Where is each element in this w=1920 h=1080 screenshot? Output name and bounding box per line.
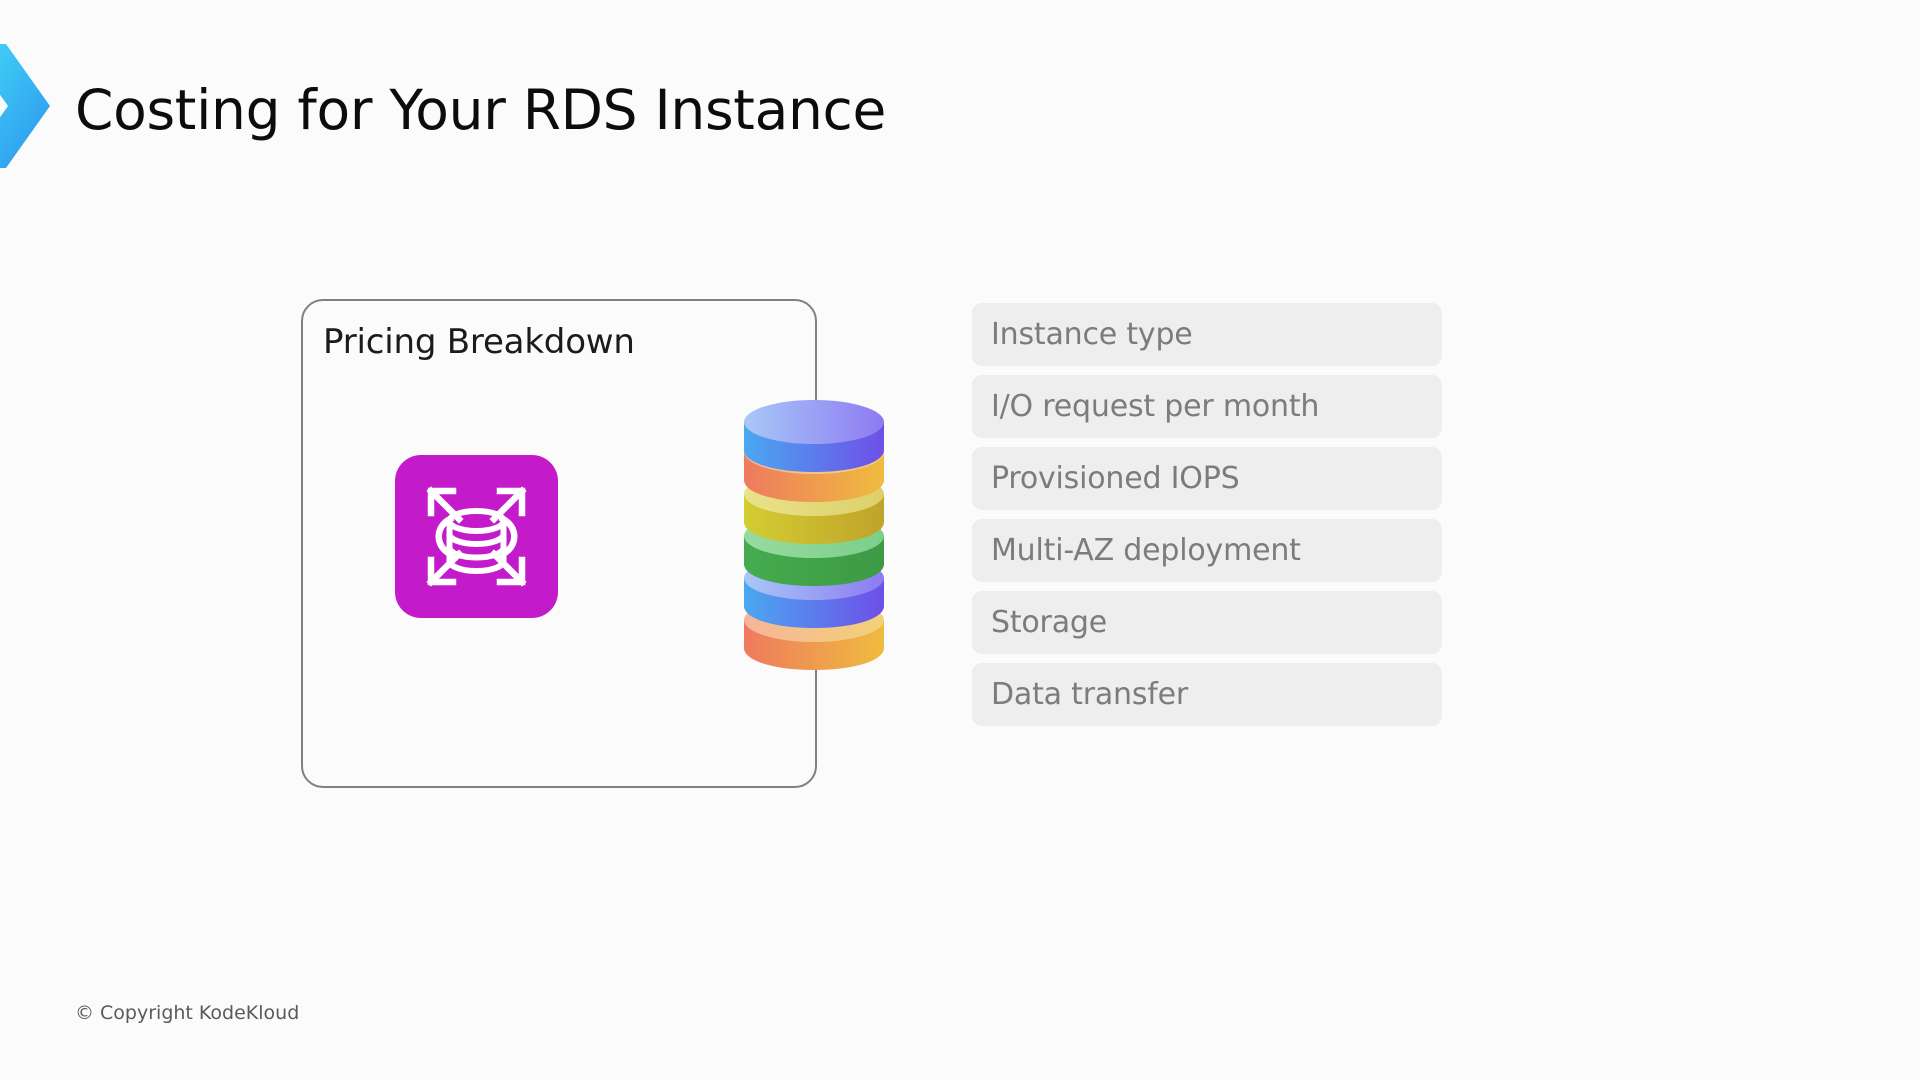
title-bar: Costing for Your RDS Instance <box>0 36 1920 168</box>
cost-factor-list: Instance type I/O request per month Prov… <box>972 303 1442 726</box>
cost-factor-item-provisioned-iops[interactable]: Provisioned IOPS <box>972 447 1442 510</box>
cost-factor-item-io-request[interactable]: I/O request per month <box>972 375 1442 438</box>
cost-factor-item-storage[interactable]: Storage <box>972 591 1442 654</box>
copyright-notice: © Copyright KodeKloud <box>75 1002 300 1024</box>
cost-factor-label: Multi-AZ deployment <box>991 533 1301 568</box>
cost-factor-item-data-transfer[interactable]: Data transfer <box>972 663 1442 726</box>
cost-factor-label: Storage <box>991 605 1107 640</box>
rds-scaling-database-icon <box>395 455 558 618</box>
cost-factor-label: I/O request per month <box>991 389 1320 424</box>
db-layer-1 <box>744 400 884 472</box>
cost-factor-item-multi-az[interactable]: Multi-AZ deployment <box>972 519 1442 582</box>
cost-factor-label: Instance type <box>991 317 1193 352</box>
chevron-right-icon <box>0 44 50 168</box>
stacked-database-disks <box>744 400 884 670</box>
cost-factor-label: Data transfer <box>991 677 1189 712</box>
cost-factor-label: Provisioned IOPS <box>991 461 1240 496</box>
page-title: Costing for Your RDS Instance <box>75 78 887 142</box>
pricing-breakdown-heading: Pricing Breakdown <box>323 322 635 362</box>
cost-factor-item-instance-type[interactable]: Instance type <box>972 303 1442 366</box>
